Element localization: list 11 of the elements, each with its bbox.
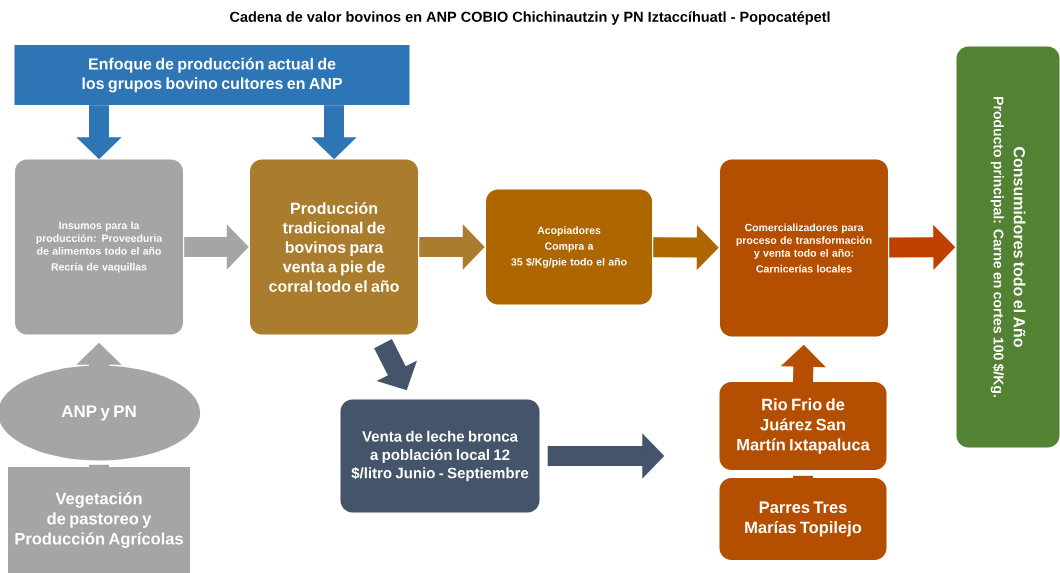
process-box: Enfoque de producción actual de los grupos bovino cultores en ANP xyxy=(14,45,410,105)
process-box: Comercializadores para proceso de transformación y venta todo el año: Carnicerías locales xyxy=(720,159,888,337)
process-box: Rio Frio de Juárez San Martín Ixtapaluca xyxy=(719,382,887,470)
process-box: Insumos para la producción: Proveeduria de alimentos todo el año Recría de vaquillas xyxy=(15,159,183,335)
process-box: Venta de leche bronca a población local 12 $/litro Junio - Septiembre xyxy=(340,399,540,513)
title: Cadena de valor bovinos en ANP COBIO Chichinautzin y PN Iztaccíhuatl - Popocatépetl xyxy=(230,11,830,25)
process-box: Acopiadores Compra a 35 $/Kg/pie todo el año xyxy=(486,189,652,305)
process-box: Parres Tres Marías Topilejo xyxy=(719,478,887,560)
process-box: Consumidores todo el Año Producto principal: Carne en cortes 100 $/Kg. xyxy=(956,46,1060,448)
process-box: Vegetación de pastoreo y Producción Agrícolas xyxy=(8,467,190,573)
process-box: Producción tradicional de bovinos para venta a pie de corral todo el año xyxy=(250,159,418,335)
